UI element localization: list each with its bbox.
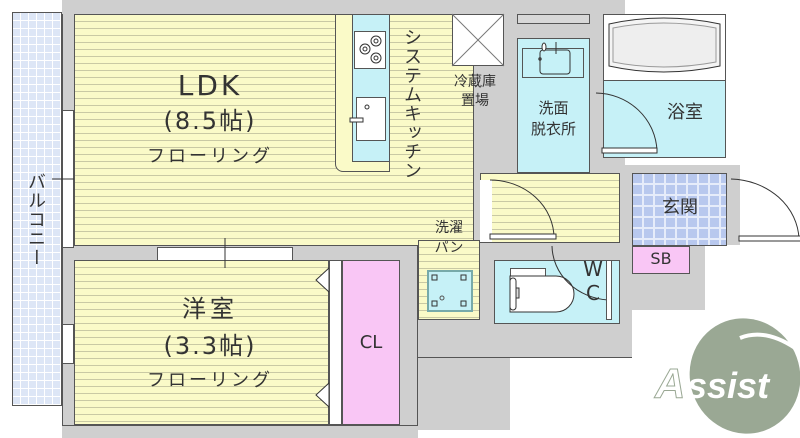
kitchen-label: システムキッチン (401, 28, 422, 180)
entrance-door-icon[interactable] (727, 173, 800, 246)
washing-machine-icon (431, 274, 467, 307)
balcony (12, 12, 62, 406)
closet-outer-wall (400, 240, 418, 438)
closet-label: CL (359, 332, 383, 353)
outer-wall-top (62, 0, 597, 14)
shoebox (632, 246, 690, 274)
hallway-door-opening[interactable] (480, 180, 492, 242)
bathroom-floor (603, 80, 726, 158)
bathroom-label: 浴室 (667, 102, 703, 123)
ldk-floor-type: フローリング (147, 146, 273, 167)
fridge-label-2: 置場 (461, 93, 489, 109)
washroom-shelf (517, 14, 590, 24)
toilet-icon (509, 275, 575, 313)
closet (342, 260, 400, 425)
assist-logo: A ssist (654, 318, 800, 434)
svg-text:A: A (654, 360, 685, 407)
shoebox-label: SB (650, 249, 672, 268)
ldk-name: LDK (177, 69, 243, 102)
washbasin (522, 48, 584, 78)
washroom-label-1: 洗面 (538, 99, 569, 117)
toilet-door-icon[interactable] (548, 244, 618, 304)
fridge-cross-icon (451, 13, 505, 67)
washroom-label-2: 脱衣所 (530, 120, 576, 138)
fridge-label-1: 冷蔵庫 (454, 74, 496, 90)
toilet-door-panel[interactable] (606, 260, 612, 320)
western-room-floor-type: フローリング (147, 370, 273, 391)
entrance-label: 玄関 (662, 197, 698, 218)
bathroom-door-icon[interactable] (592, 88, 667, 158)
ldk-floor (74, 14, 474, 246)
hallway-door-icon[interactable] (482, 178, 557, 243)
balcony-window-lower[interactable] (62, 324, 74, 364)
closet-door-panel[interactable] (329, 260, 342, 425)
entrance-floor (632, 173, 727, 246)
western-room-size: (3.3帖) (163, 332, 257, 360)
bathtub-icon (608, 17, 721, 73)
faucet-icon (349, 104, 370, 123)
stove-burners-icon (359, 35, 382, 64)
toilet-label-1: W (583, 257, 603, 281)
svg-text:ssist: ssist (687, 365, 771, 406)
western-room-floor (74, 260, 329, 425)
washbasin-icon (538, 42, 571, 75)
laundry-label-1: 洗濯 (435, 220, 463, 236)
ldk-size: (8.5帖) (163, 107, 257, 135)
sliding-door-marker (224, 238, 226, 268)
washing-machine-pan (427, 270, 473, 312)
balcony-label: バルコニー (25, 172, 46, 267)
western-room-name: 洋室 (182, 295, 238, 323)
bottom-wall (62, 425, 418, 438)
laundry-label-2: パン (434, 240, 464, 256)
hallway-floor (480, 173, 620, 243)
